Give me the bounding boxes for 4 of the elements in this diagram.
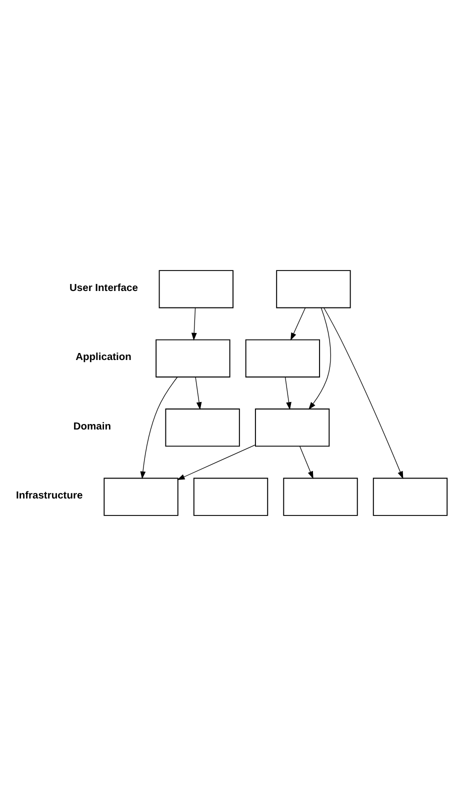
label: User Interface (70, 282, 138, 294)
label: Infrastructure (16, 490, 83, 502)
label: Application (76, 352, 132, 363)
label: Domain (73, 420, 111, 432)
